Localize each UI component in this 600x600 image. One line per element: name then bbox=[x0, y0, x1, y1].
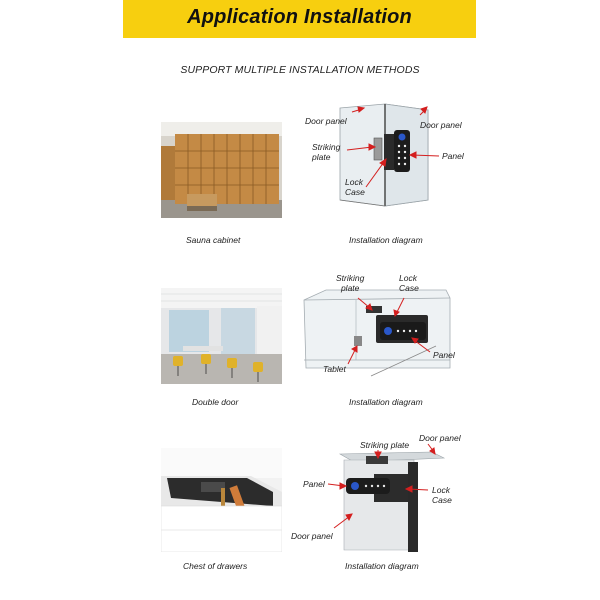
photo-caption: Chest of drawers bbox=[183, 561, 248, 571]
chest-of-drawers-photo bbox=[161, 448, 282, 552]
label-tablet: Tablet bbox=[323, 364, 346, 374]
label-striking-plate: Striking plate bbox=[312, 142, 341, 162]
label-door-panel: Door panel bbox=[420, 120, 462, 130]
label-door-panel: Door panel bbox=[291, 531, 333, 541]
label-lock-case: Lock Case bbox=[432, 485, 452, 505]
title-banner: Application Installation bbox=[123, 0, 476, 38]
label-lock-case: Lock Case bbox=[399, 273, 419, 293]
photo-caption: Sauna cabinet bbox=[186, 235, 241, 245]
diagram-caption: Installation diagram bbox=[345, 561, 419, 571]
photo-caption: Double door bbox=[192, 397, 239, 407]
label-striking-plate: Striking plate bbox=[360, 440, 410, 450]
label-door-panel: Door panel bbox=[305, 116, 347, 126]
label-panel: Panel bbox=[303, 479, 325, 489]
label-panel: Panel bbox=[442, 151, 464, 161]
double-door-photo bbox=[161, 288, 282, 384]
label-panel: Panel bbox=[433, 350, 455, 360]
sauna-cabinet-photo bbox=[161, 122, 282, 218]
diagram-double-door bbox=[296, 268, 466, 388]
diagram-caption: Installation diagram bbox=[349, 397, 423, 407]
label-striking-plate: Striking plate bbox=[336, 273, 365, 293]
diagram-sauna bbox=[300, 100, 470, 220]
diagram-chest bbox=[296, 432, 476, 562]
page-subtitle: SUPPORT MULTIPLE INSTALLATION METHODS bbox=[180, 64, 420, 76]
label-lock-case: Lock Case bbox=[345, 177, 365, 197]
diagram-caption: Installation diagram bbox=[349, 235, 423, 245]
label-door-panel: Door panel bbox=[419, 433, 461, 443]
page-title: Application Installation bbox=[187, 6, 412, 28]
